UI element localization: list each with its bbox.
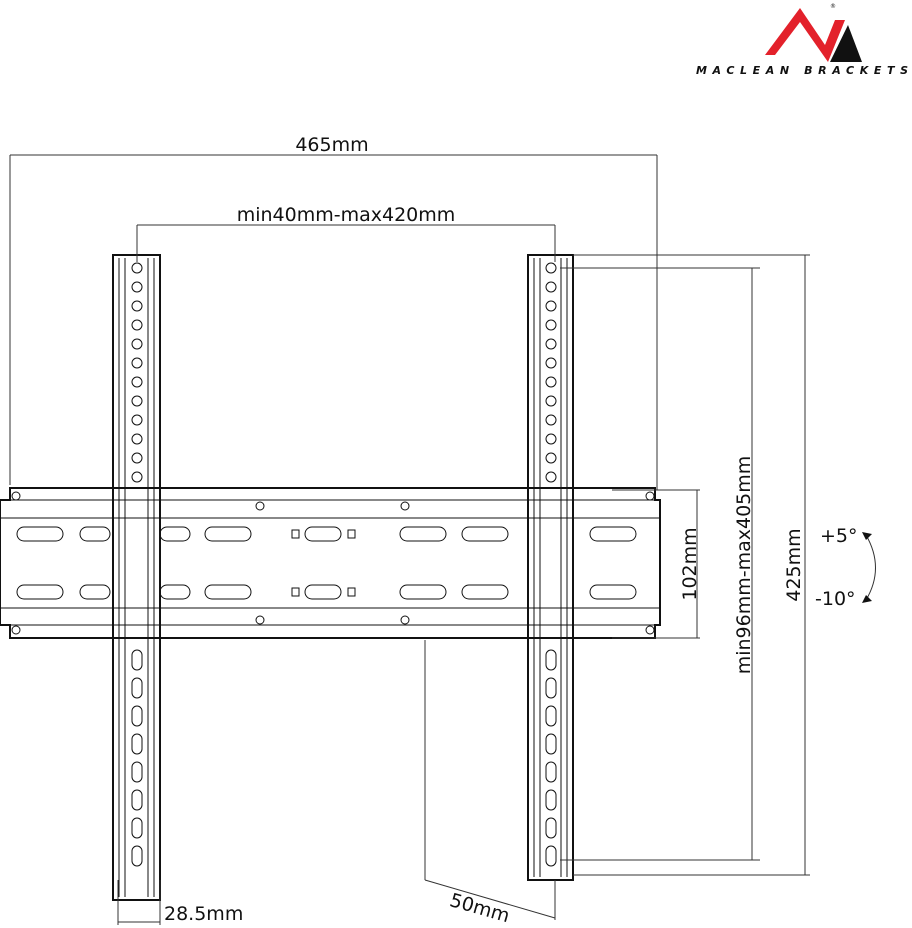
vesa-vertical-label: min96mm-max405mm — [733, 456, 755, 675]
mounting-slot — [131, 649, 143, 671]
mounting-slot — [131, 817, 143, 839]
tilt-down-label: -10° — [815, 588, 856, 610]
mounting-slot — [545, 733, 557, 755]
mounting-slot — [545, 761, 557, 783]
mounting-slot — [545, 817, 557, 839]
mounting-hole — [545, 300, 557, 312]
arm-height-label: 425mm — [783, 528, 805, 601]
logo-text: MACLEAN BRACKETS — [696, 64, 908, 77]
mounting-slot — [131, 845, 143, 867]
mounting-hole — [131, 338, 143, 350]
vesa-horizontal-label: min40mm-max420mm — [237, 204, 456, 226]
mounting-hole — [545, 319, 557, 331]
mounting-hole — [545, 452, 557, 464]
mounting-slot — [131, 733, 143, 755]
dimension-lines — [9, 154, 810, 925]
mounting-slot — [545, 789, 557, 811]
maclean-logo: ® MACLEAN BRACKETS — [696, 3, 908, 77]
mounting-hole — [545, 414, 557, 426]
tilt-up-label: +5° — [820, 525, 858, 547]
mounting-slot — [131, 677, 143, 699]
mounting-slot — [131, 761, 143, 783]
left-arm — [112, 254, 161, 901]
tilt-arrow-icon — [862, 532, 876, 603]
mounting-hole — [545, 281, 557, 293]
mounting-hole — [545, 338, 557, 350]
mounting-slot — [545, 705, 557, 727]
mounting-hole — [545, 376, 557, 388]
mounting-hole — [131, 414, 143, 426]
mounting-hole — [131, 395, 143, 407]
mounting-slot — [131, 789, 143, 811]
mounting-slot — [545, 845, 557, 867]
wall-plate — [0, 487, 661, 639]
mounting-hole — [131, 471, 143, 483]
svg-text:®: ® — [830, 3, 836, 10]
mounting-hole — [545, 357, 557, 369]
mounting-slot — [131, 705, 143, 727]
mounting-hole — [545, 262, 557, 274]
mounting-hole — [545, 395, 557, 407]
mounting-hole — [131, 376, 143, 388]
mounting-hole — [545, 471, 557, 483]
right-arm — [527, 254, 574, 881]
mounting-hole — [131, 319, 143, 331]
mounting-hole — [131, 281, 143, 293]
mounting-hole — [131, 262, 143, 274]
overall-width-label: 465mm — [295, 134, 368, 156]
mounting-slot — [545, 677, 557, 699]
arm-holes — [131, 262, 557, 867]
mounting-hole — [131, 452, 143, 464]
mounting-hole — [545, 433, 557, 445]
mounting-hole — [131, 357, 143, 369]
mounting-hole — [131, 433, 143, 445]
arm-width-label: 28.5mm — [164, 903, 243, 925]
plate-height-label: 102mm — [679, 527, 701, 600]
mounting-slot — [545, 649, 557, 671]
mounting-hole — [131, 300, 143, 312]
wall-distance-label: 50mm — [447, 889, 512, 927]
